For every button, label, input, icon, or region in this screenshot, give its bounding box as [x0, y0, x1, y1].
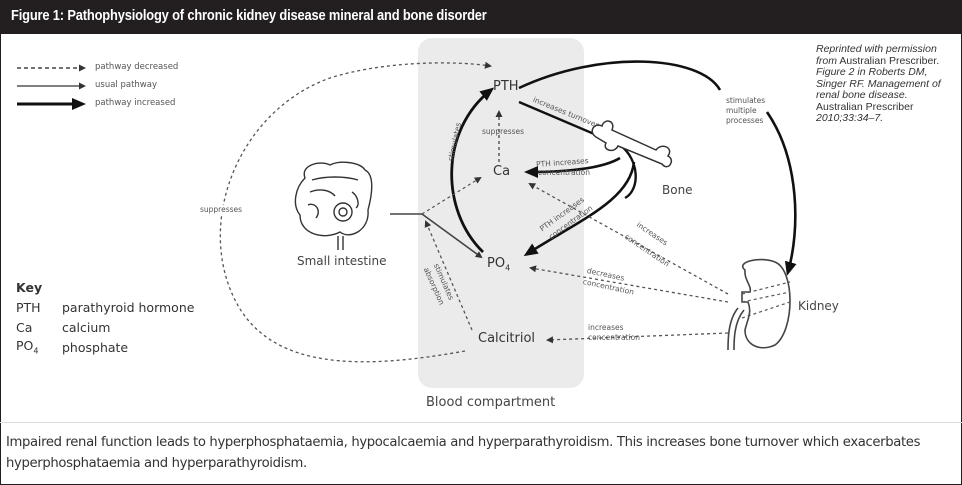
edge-pth-kidney-lower — [765, 111, 797, 276]
figure-header: Figure 1: Pathophysiology of chronic kid… — [0, 0, 962, 34]
key-meaning: parathyroid hormone — [62, 299, 195, 315]
legend-label-usual: usual pathway — [95, 80, 157, 90]
edge-calcitriol-intestine — [424, 220, 473, 331]
label-pth-kidney-2: multiple — [726, 106, 757, 115]
key-abbr: PTH — [16, 299, 41, 315]
key-title: Key — [16, 279, 43, 295]
kidney-inner-dash-2 — [741, 291, 791, 303]
pathway-diagram — [17, 60, 797, 363]
blood-compartment-box — [418, 38, 584, 388]
edge-bone-po4 — [523, 161, 636, 257]
edge-intestine-ca — [421, 176, 482, 215]
figure-title: Figure 1: Pathophysiology of chronic kid… — [11, 7, 487, 24]
blood-compartment-label: Blood compartment — [426, 395, 556, 410]
label-pth-kidney-1: stimulates — [726, 96, 766, 105]
kidney-inner-dash-1 — [741, 281, 791, 295]
node-small-intestine: Small intestine — [297, 254, 387, 268]
label-pth-kidney-3: processes — [726, 116, 764, 125]
legend-label-increased: pathway increased — [95, 98, 176, 108]
edge-po4-pth — [450, 87, 495, 254]
node-po4-subscript: 4 — [505, 263, 511, 273]
label-suppresses-ca: suppresses — [482, 127, 525, 136]
node-calcitriol: Calcitriol — [478, 331, 536, 346]
citation-line-3: Figure 2 in Roberts DM, — [816, 66, 928, 78]
caption-divider — [0, 422, 962, 423]
edge-calcitriol-pth — [219, 61, 492, 363]
key-abbr-text: PO — [16, 338, 34, 354]
edge-pth-kidney — [518, 60, 722, 91]
key-row: PO4 phosphate — [16, 337, 194, 357]
bone-icon — [591, 120, 673, 168]
edge-bone-ca — [524, 156, 621, 178]
small-intestine-icon — [294, 161, 373, 250]
figure-caption: Impaired renal function leads to hyperph… — [6, 435, 921, 471]
label-pth-increases-ca-2: concentration — [538, 168, 590, 177]
key-row: Ca calcium — [16, 317, 194, 337]
node-pth: PTH — [493, 79, 519, 94]
node-po4: PO4 — [487, 256, 510, 273]
node-kidney: Kidney — [798, 299, 839, 313]
key-meaning: phosphate — [62, 339, 129, 355]
legend-label-decreased: pathway decreased — [95, 62, 179, 72]
key-abbr: Ca — [16, 319, 33, 335]
edge-kidney-ca — [528, 183, 729, 295]
key-abbr-subscript: 4 — [33, 346, 39, 356]
label-kidney-calcitriol-2: concentration — [588, 333, 640, 342]
key-legend: Key PTH parathyroid hormone Ca calcium P… — [16, 277, 194, 357]
citation-line-2b: Australian Prescriber. — [837, 54, 940, 67]
kidney-inner-dash-3 — [741, 301, 791, 319]
key-abbr: PO4 — [16, 338, 62, 356]
key-meaning: calcium — [62, 319, 111, 335]
citation-line-2a: from — [816, 54, 837, 67]
citation-line-1: Reprinted with permission — [816, 43, 937, 55]
citation-line-5: renal bone disease. — [816, 89, 908, 101]
label-calcitriol-pth: suppresses — [198, 205, 245, 214]
edge-kidney-po4 — [529, 265, 729, 303]
kidney-icon — [727, 258, 791, 351]
label-kidney-calcitriol-1: increases — [588, 323, 624, 332]
citation-line-7: 2010;33:34–7. — [816, 112, 884, 124]
edge-intestine-po4 — [421, 213, 483, 259]
citation-line-6: Australian Prescriber — [816, 100, 914, 113]
edge-kidney-calcitriol — [546, 332, 729, 344]
key-row: PTH parathyroid hormone — [16, 297, 194, 317]
node-ca: Ca — [493, 164, 511, 179]
node-bone: Bone — [662, 183, 693, 197]
citation-line-4: Singer RF. Management of — [816, 77, 941, 90]
citation: Reprinted with permission from Australia… — [816, 43, 960, 125]
node-po4-text: PO — [487, 256, 506, 271]
